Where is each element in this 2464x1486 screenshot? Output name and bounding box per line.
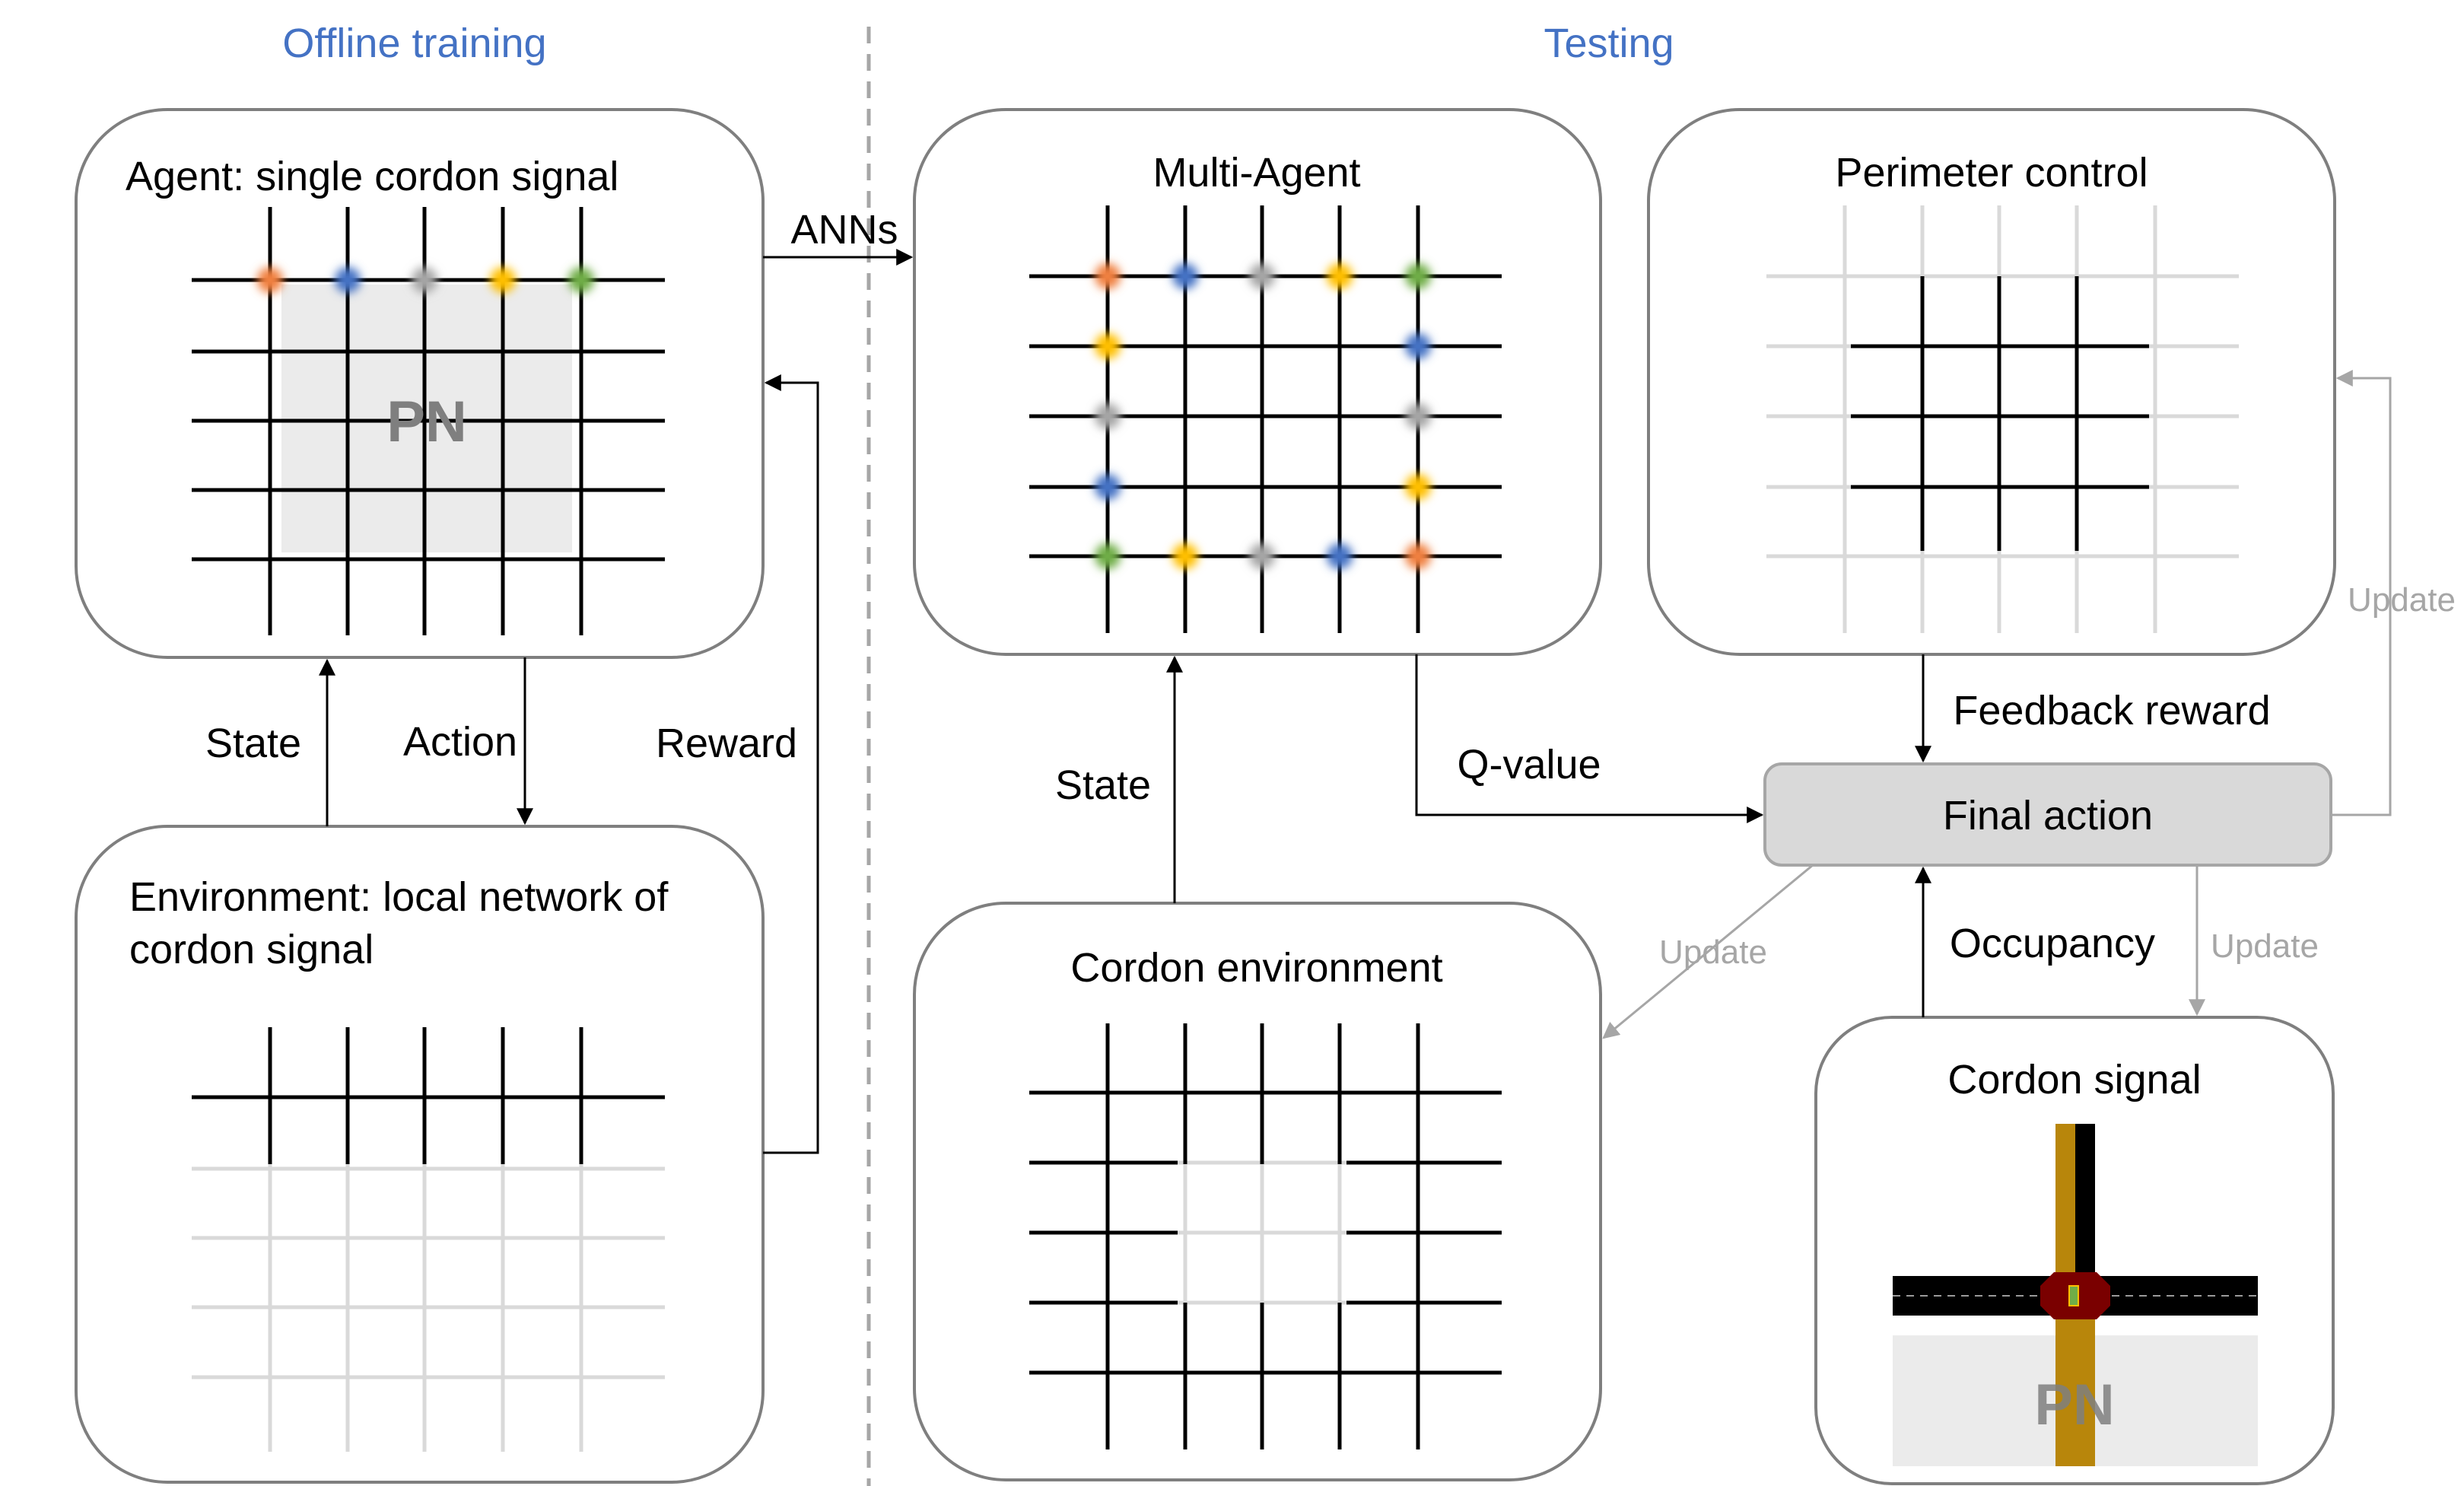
signal-light-gray xyxy=(1249,543,1275,569)
offline-training-title: Offline training xyxy=(282,21,546,66)
signal-light-orange xyxy=(1405,543,1431,569)
environment-grid-dark xyxy=(192,1027,665,1164)
signal-light-blue xyxy=(335,267,361,293)
signal-light-yellow xyxy=(1172,543,1198,569)
signal-light-gray xyxy=(1249,263,1275,289)
signal-light-gray xyxy=(412,267,437,293)
state-label-testing: State xyxy=(1055,762,1151,808)
signal-light-yellow xyxy=(1095,333,1121,359)
cordon-signal-title: Cordon signal xyxy=(1947,1057,2201,1103)
signal-light-yellow xyxy=(1405,474,1431,500)
signal-light-yellow xyxy=(1327,263,1353,289)
cordon-signal-box: Cordon signal PN xyxy=(1814,1016,2335,1485)
cordon-environment-box: Cordon environment xyxy=(913,902,1602,1481)
signal-light-green xyxy=(1095,543,1121,569)
update-label-right: Update xyxy=(2348,581,2456,619)
multi-agent-box: Multi-Agent xyxy=(913,108,1602,656)
reward-arrow-training xyxy=(763,374,819,1154)
testing-title: Testing xyxy=(1544,21,1674,66)
final-action-box: Final action xyxy=(1763,762,2332,867)
perimeter-control-box: Perimeter control xyxy=(1647,108,2336,656)
perimeter-control-title: Perimeter control xyxy=(1835,150,2148,196)
anns-label: ANNs xyxy=(790,207,898,253)
signal-light-gray xyxy=(1095,403,1121,429)
signal-light-orange xyxy=(1095,263,1121,289)
cordon-environment-grid-dark xyxy=(1029,1023,1502,1449)
signal-light-green xyxy=(1405,263,1431,289)
agent-pn-area xyxy=(281,285,572,552)
update-label-left: Update xyxy=(1659,934,1767,971)
feedback-reward-label: Feedback reward xyxy=(1953,688,2270,733)
q-value-arrow xyxy=(1415,654,1764,823)
environment-title-line2: cordon signal xyxy=(129,927,374,972)
action-label-training: Action xyxy=(403,719,517,765)
multi-agent-signal-lights xyxy=(1095,263,1431,569)
update-arrow-cordon-environment xyxy=(1602,864,1814,1039)
multi-agent-title: Multi-Agent xyxy=(1153,150,1360,196)
signal-light-blue xyxy=(1095,474,1121,500)
signal-light-blue xyxy=(1172,263,1198,289)
perimeter-grid-dark xyxy=(1851,276,2149,551)
agent-box: Agent: single cordon signal PN xyxy=(75,108,765,659)
signal-light-gray xyxy=(1405,403,1431,429)
signal-light-green xyxy=(568,267,594,293)
signal-light-blue xyxy=(1327,543,1353,569)
reward-label-training: Reward xyxy=(656,721,797,766)
intersection-roads xyxy=(1893,1124,2258,1466)
state-label-training: State xyxy=(205,721,301,766)
traffic-light-icon xyxy=(2068,1285,2079,1306)
agent-pn-label: PN xyxy=(386,390,467,454)
occupancy-label: Occupancy xyxy=(1950,921,2155,966)
training-arrows xyxy=(319,249,914,1154)
signal-light-yellow xyxy=(490,267,516,293)
agent-signal-lights xyxy=(257,267,594,293)
agent-title: Agent: single cordon signal xyxy=(126,154,618,199)
environment-box: Environment: local network of cordon sig… xyxy=(75,825,765,1484)
signal-light-orange xyxy=(257,267,283,293)
update-arrow-perimeter xyxy=(2331,370,2392,816)
testing-arrows xyxy=(1166,654,1931,1017)
update-arrows xyxy=(1602,370,2392,1039)
update-label-bottom: Update xyxy=(2211,928,2319,965)
cordon-environment-title: Cordon environment xyxy=(1070,945,1442,991)
q-value-label: Q-value xyxy=(1457,742,1601,788)
cordon-signal-pn-label: PN xyxy=(2034,1373,2115,1437)
final-action-label: Final action xyxy=(1943,793,2153,838)
environment-title-line1: Environment: local network of xyxy=(129,874,669,920)
signal-light-blue xyxy=(1405,333,1431,359)
